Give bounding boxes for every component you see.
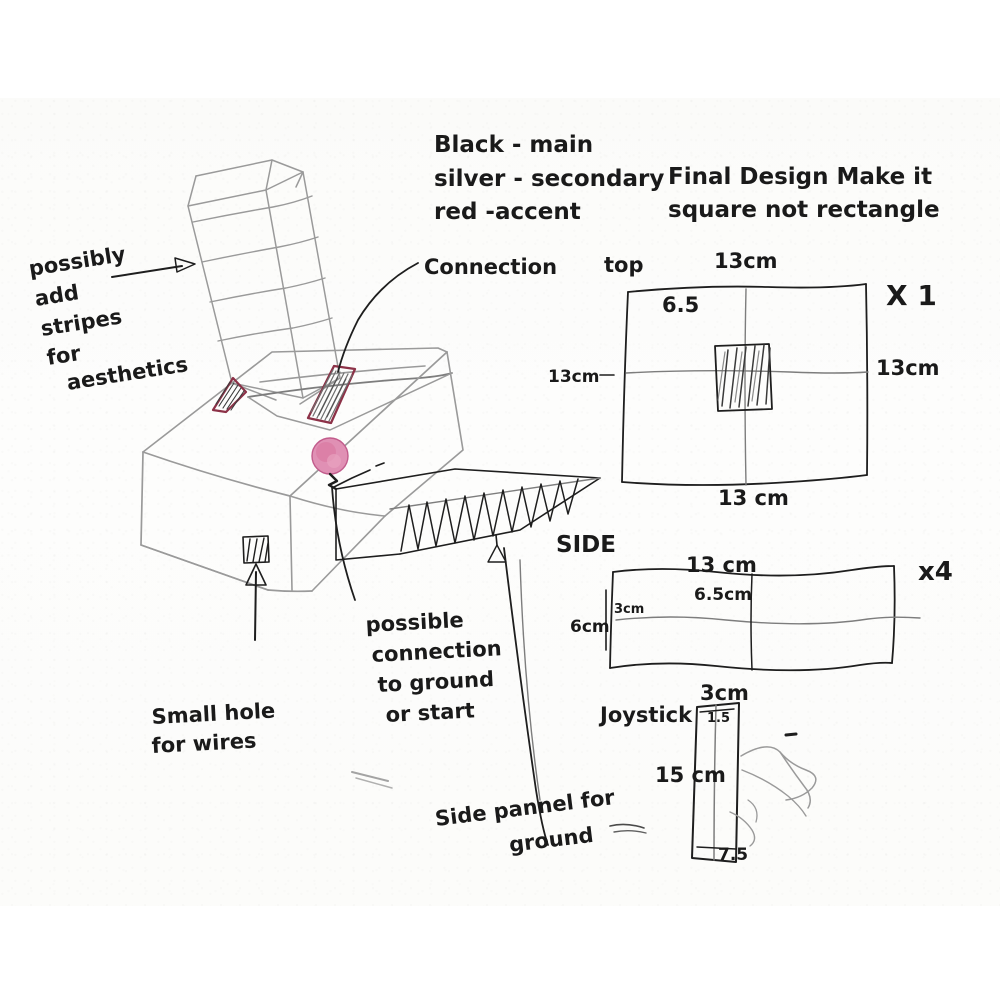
side-view-dim-mid: 6.5cm	[694, 585, 752, 605]
final-design-line-1: Final Design Make it	[668, 164, 932, 190]
stripes-line-1: possibly	[27, 242, 127, 281]
leader-connection	[337, 262, 419, 373]
joystick-dim-inner-top: 1.5	[707, 711, 730, 726]
side-view-diagram	[605, 565, 921, 672]
joystick-dim-bottom: 7.5	[718, 845, 748, 865]
top-view-dim-top: 13cm	[714, 249, 778, 273]
stripes-line-4: for	[45, 341, 83, 370]
top-view-diagram	[599, 283, 869, 486]
final-design-line-2: square not rectangle	[668, 197, 940, 223]
side-view-labels: SIDE 13 cm 6.5cm 3cm 6cm x4	[556, 532, 953, 637]
annotation-possible-connection: possible connection to ground or start	[365, 608, 502, 727]
side-panel-line-2: ground	[508, 823, 595, 857]
color-key-line-1: Black - main	[434, 132, 593, 158]
top-view-center-slot	[714, 343, 773, 412]
stripes-line-2: add	[33, 280, 80, 311]
side-view-label: SIDE	[556, 532, 616, 558]
annotation-connection: Connection	[424, 255, 557, 279]
leader-possible-connection	[331, 486, 356, 601]
joystick-dim-left: 15 cm	[655, 763, 726, 787]
joystick-dim-top: 3cm	[700, 681, 749, 705]
panel-hatching	[400, 478, 579, 552]
panel-corner-marker	[487, 534, 507, 563]
stripes-line-3: stripes	[39, 304, 124, 341]
ground-side-panel	[335, 468, 601, 561]
top-view-label: top	[604, 253, 644, 277]
small-hole-line-1: Small hole	[151, 699, 276, 729]
joystick-diagram	[691, 702, 817, 863]
top-view-quantity: X 1	[886, 279, 937, 312]
top-view-dim-bottom: 13 cm	[718, 486, 789, 510]
annotation-stripes: possibly add stripes for aesthetics	[27, 242, 190, 395]
stripes-line-5: aesthetics	[65, 352, 190, 395]
side-view-dim-top: 13 cm	[686, 553, 757, 577]
color-key-line-3: red -accent	[434, 199, 581, 225]
joystick-wire-sketch	[729, 746, 817, 847]
possible-connection-line-4: or start	[385, 698, 475, 727]
pink-button	[311, 437, 349, 475]
color-key-line-2: silver - secondary	[434, 166, 664, 192]
joystick-label: Joystick	[598, 703, 693, 727]
small-hole-line-2: for wires	[151, 729, 257, 758]
leader-stripes-arrow	[111, 257, 196, 278]
side-view-quantity: x4	[918, 557, 953, 587]
side-view-dim-inner-height: 3cm	[614, 602, 644, 617]
possible-connection-line-2: connection	[371, 636, 502, 667]
top-view-dim-right: 13cm	[876, 356, 940, 380]
striped-column	[187, 159, 341, 405]
cabinet-isometric-drawing	[111, 159, 647, 846]
annotation-small-hole: Small hole for wires	[151, 699, 276, 758]
small-wire-hole	[242, 535, 270, 641]
possible-connection-line-1: possible	[365, 608, 464, 637]
annotation-side-panel: Side pannel for ground	[434, 785, 617, 857]
top-view-dim-inner: 6.5	[662, 293, 699, 317]
color-key-note: Black - main silver - secondary red -acc…	[434, 132, 664, 225]
top-view-dim-left: 13cm	[548, 367, 599, 387]
side-view-dim-left: 6cm	[570, 617, 610, 637]
possible-connection-line-3: to ground	[377, 667, 495, 697]
column-stripes	[192, 195, 333, 342]
leader-side-panel	[503, 547, 549, 846]
right-accent-slot	[306, 364, 357, 425]
joystick-labels: Joystick 3cm 1.5 15 cm 7.5	[598, 681, 749, 865]
cabinet-box	[140, 347, 464, 593]
final-design-note: Final Design Make it square not rectangl…	[668, 164, 940, 223]
top-view-labels: top 13cm 6.5 13cm 13cm 13 cm X 1	[548, 249, 940, 510]
left-accent-slot	[211, 376, 248, 414]
